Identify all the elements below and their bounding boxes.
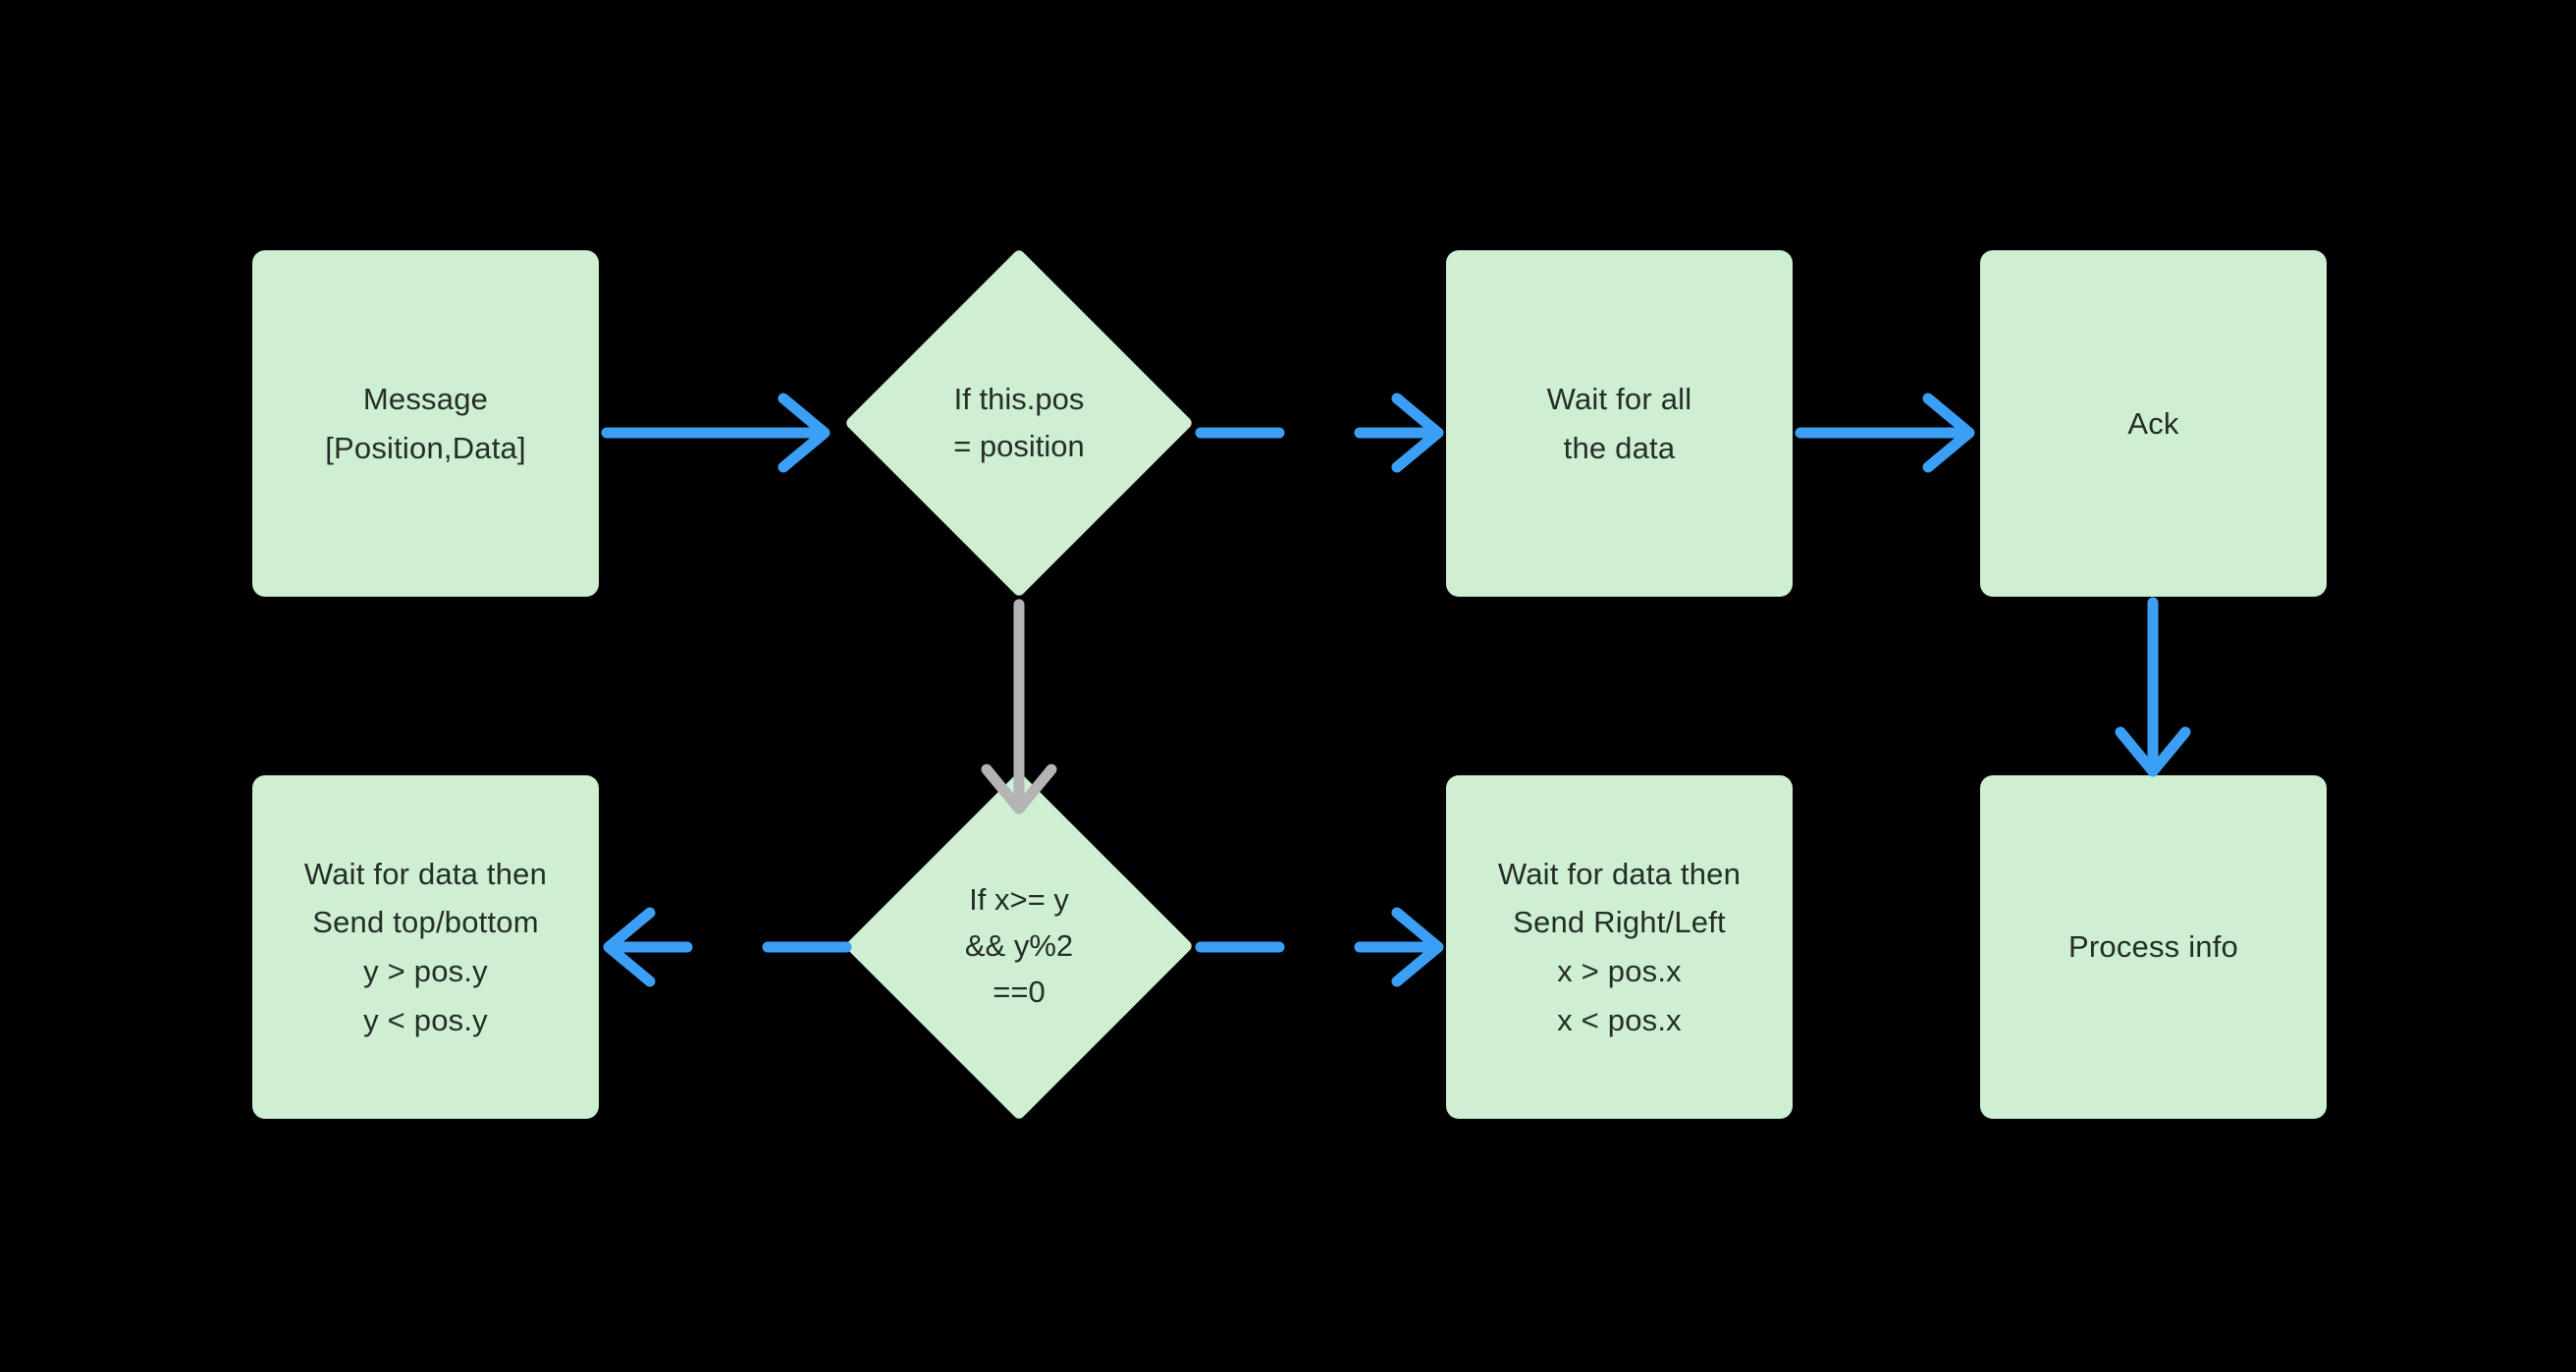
node-send-top-bottom-line-4: y < pos.y <box>363 1002 488 1037</box>
node-send-right-left-line-2: Send Right/Left <box>1513 905 1726 940</box>
node-wait-for-all-data-line-1: Wait for all <box>1546 381 1692 416</box>
edge-decision-xy-to-send-top-bottom <box>594 903 854 991</box>
edge-ack-to-process-info <box>2109 597 2197 779</box>
node-decision-xy-line-3: ==0 <box>993 975 1046 1010</box>
node-decision-position-line-1: If this.pos <box>953 382 1085 417</box>
node-send-right-left-line-3: x > pos.x <box>1557 954 1682 988</box>
edge-wait-for-all-data-to-ack <box>1793 389 1989 477</box>
node-send-top-bottom-label: Wait for data then Send top/bottom y > p… <box>304 854 547 1040</box>
node-message-line-2: [Position,Data] <box>325 430 526 465</box>
node-wait-for-all-data-label: Wait for all the data <box>1547 379 1692 468</box>
edge-decision-position-to-wait-for-all-data <box>1193 389 1453 477</box>
node-process-info-line-1: Process info <box>2068 929 2238 965</box>
node-send-right-left[interactable]: Wait for data then Send Right/Left x > p… <box>1446 775 1793 1119</box>
node-message-label: Message [Position,Data] <box>325 379 526 468</box>
node-message-line-1: Message <box>362 381 489 416</box>
node-send-top-bottom[interactable]: Wait for data then Send top/bottom y > p… <box>252 775 599 1119</box>
node-send-top-bottom-line-3: y > pos.y <box>363 954 488 988</box>
node-decision-position-line-2: = position <box>953 428 1085 463</box>
node-decision-xy[interactable]: If x>= y && y%2 ==0 <box>843 770 1195 1122</box>
node-decision-xy-label: If x>= y && y%2 ==0 <box>895 822 1143 1070</box>
node-send-right-left-line-1: Wait for data then <box>1497 856 1742 891</box>
node-decision-xy-line-1: If x>= y <box>969 881 1069 917</box>
edge-message-to-decision-position <box>599 389 844 477</box>
node-ack-line-1: Ack <box>2127 405 2179 441</box>
node-send-right-left-line-4: x < pos.x <box>1557 1002 1682 1037</box>
node-send-top-bottom-line-2: Send top/bottom <box>312 905 539 940</box>
edge-decision-xy-to-send-right-left <box>1193 903 1453 991</box>
node-ack-label: Ack <box>2127 403 2178 445</box>
node-decision-xy-line-2: && y%2 <box>964 927 1074 963</box>
node-process-info-label: Process info <box>2068 926 2238 968</box>
node-send-top-bottom-line-1: Wait for data then <box>303 856 548 891</box>
node-wait-for-all-data[interactable]: Wait for all the data <box>1446 250 1793 597</box>
node-decision-position[interactable]: If this.pos = position <box>843 247 1195 599</box>
node-process-info[interactable]: Process info <box>1980 775 2327 1119</box>
node-message[interactable]: Message [Position,Data] <box>252 250 599 597</box>
node-decision-position-label: If this.pos = position <box>895 299 1143 547</box>
node-send-right-left-label: Wait for data then Send Right/Left x > p… <box>1498 854 1741 1040</box>
edge-decision-position-to-decision-xy <box>975 599 1063 817</box>
node-wait-for-all-data-line-2: the data <box>1563 430 1676 465</box>
node-ack[interactable]: Ack <box>1980 250 2327 597</box>
